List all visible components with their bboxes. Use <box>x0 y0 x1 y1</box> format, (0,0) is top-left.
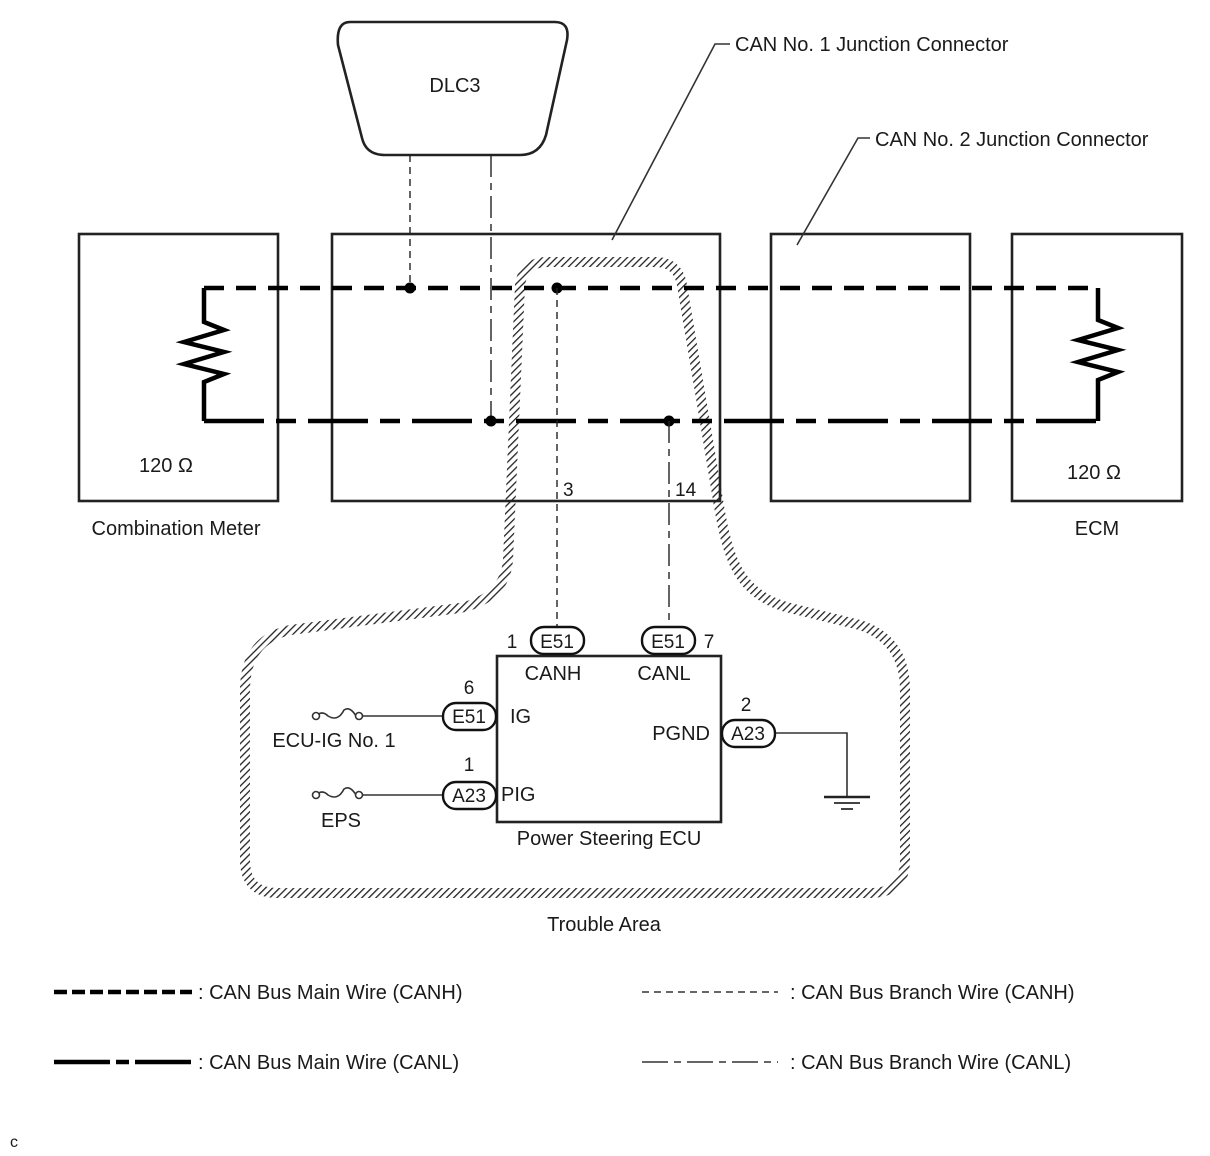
junction-dot <box>485 415 497 427</box>
ecm-resistor-icon <box>1069 288 1127 421</box>
combination-meter-resistor-icon <box>175 288 233 421</box>
legend: : CAN Bus Main Wire (CANH) : CAN Bus Mai… <box>54 982 1075 1074</box>
dlc3-label: DLC3 <box>429 75 480 97</box>
trouble-area-label: Trouble Area <box>547 914 662 936</box>
legend-main-canh-label: : CAN Bus Main Wire (CANH) <box>198 982 462 1004</box>
ecu-pgnd-label: PGND <box>652 723 710 745</box>
ground-icon <box>824 795 870 810</box>
can-no1-junction-connector-box <box>330 232 722 503</box>
ecm-resistance: 120 Ω <box>1067 462 1121 484</box>
ecm-label: ECM <box>1075 518 1119 540</box>
jc2-label: CAN No. 2 Junction Connector <box>875 129 1149 151</box>
ecu-pgnd-pin: 2 <box>741 695 752 716</box>
legend-branch-canh-label: : CAN Bus Branch Wire (CANH) <box>790 982 1075 1004</box>
ecu-ig-connector-label: E51 <box>452 707 486 728</box>
ecu-ig-label: IG <box>510 706 531 728</box>
ecu-pgnd-connector-label: A23 <box>731 724 765 745</box>
ecu-pig-connector-label: A23 <box>452 786 486 807</box>
ecu-canh-connector <box>529 625 586 656</box>
power-steering-ecu-box <box>495 654 723 824</box>
ecu-pig-connector <box>441 780 498 811</box>
ecu-pig-label: PIG <box>501 784 535 806</box>
eps-fuse-icon <box>315 787 357 798</box>
legend-branch-canl-label: : CAN Bus Branch Wire (CANL) <box>790 1052 1071 1074</box>
ecu-pig-pin: 1 <box>464 755 475 776</box>
trouble-area-outline <box>240 257 910 898</box>
jc1-pin-canl: 14 <box>675 480 697 501</box>
jc2-leader-line <box>796 137 870 246</box>
ground-wire <box>776 732 848 797</box>
combination-meter-box <box>77 232 280 503</box>
jc1-label: CAN No. 1 Junction Connector <box>735 34 1009 56</box>
ecu-ig-fuse-icon <box>315 708 357 719</box>
eps-fuse-label: EPS <box>321 810 361 832</box>
ecu-ig-fuse-label: ECU-IG No. 1 <box>272 730 395 752</box>
ecu-canl-connector <box>640 625 697 656</box>
ecm-box <box>1010 232 1184 503</box>
ecu-canl-connector-label: E51 <box>651 632 685 653</box>
ecu-ig-connector <box>441 701 498 732</box>
ecu-pgnd-connector <box>720 718 777 749</box>
ecu-canl-label: CANL <box>637 663 690 685</box>
jc1-pin-canh: 3 <box>563 480 574 501</box>
can-no2-junction-connector-box <box>769 232 972 503</box>
ecu-canh-label: CANH <box>525 663 582 685</box>
combination-meter-label: Combination Meter <box>92 518 261 540</box>
ecu-ig-pin: 6 <box>464 678 475 699</box>
ecu-canh-connector-label: E51 <box>540 632 574 653</box>
combination-meter-resistance: 120 Ω <box>139 455 193 477</box>
dlc3-connector: DLC3 <box>336 20 569 157</box>
ecu-canh-pin: 1 <box>507 632 518 653</box>
power-steering-ecu-label: Power Steering ECU <box>517 828 702 850</box>
footer-mark: c <box>10 1134 18 1151</box>
junction-dot <box>404 282 416 294</box>
legend-main-canl-label: : CAN Bus Main Wire (CANL) <box>198 1052 459 1074</box>
ecu-canl-pin: 7 <box>704 632 715 653</box>
jc1-leader-line <box>611 43 730 241</box>
